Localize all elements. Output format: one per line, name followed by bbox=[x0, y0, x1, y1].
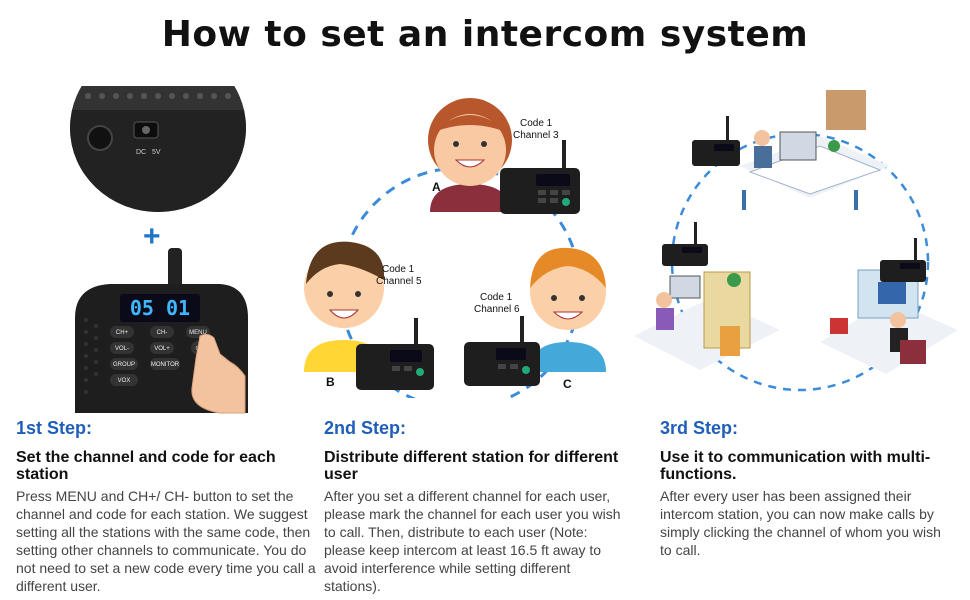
step-3: 3rd Step: Use it to communication with m… bbox=[660, 418, 955, 559]
person-c-illustration bbox=[530, 247, 606, 372]
jack-label-dc: DC bbox=[136, 149, 146, 156]
station-b-letter: B bbox=[326, 375, 335, 389]
display-readout: 05 01 bbox=[130, 296, 190, 320]
plus-icon: + bbox=[143, 220, 161, 253]
page-title: How to set an intercom system bbox=[161, 14, 809, 55]
step-3-subtitle: Use it to communication with multi-funct… bbox=[660, 449, 931, 483]
svg-text:VOL-: VOL- bbox=[115, 346, 129, 352]
device-keypad-closeup: 05 01 CH+ CH- MENU VOL- VOL+ ⏻ GROUP MON… bbox=[75, 248, 248, 414]
step-2-heading: 2nd Step: bbox=[324, 418, 407, 438]
step-3-heading: 3rd Step: bbox=[660, 418, 739, 438]
office-desk-left bbox=[634, 271, 780, 370]
svg-text:VOX: VOX bbox=[118, 378, 131, 384]
svg-text:VOL+: VOL+ bbox=[154, 346, 170, 352]
step-2-subtitle: Distribute different station for differe… bbox=[324, 449, 619, 483]
office-network-illustration bbox=[634, 90, 958, 392]
step-1-heading: 1st Step: bbox=[16, 418, 93, 438]
step-1: 1st Step: Set the channel and code for e… bbox=[16, 418, 316, 595]
office-desk-top bbox=[740, 90, 890, 210]
jack-label-5v: 5V bbox=[152, 149, 161, 156]
intercom-station-a bbox=[500, 140, 580, 214]
intercom-station-c bbox=[464, 316, 540, 386]
svg-text:MONITOR: MONITOR bbox=[151, 362, 180, 368]
svg-text:CH-: CH- bbox=[157, 330, 168, 336]
svg-text:MENU: MENU bbox=[189, 330, 207, 336]
svg-text:GROUP: GROUP bbox=[113, 362, 135, 368]
station-ring-illustration bbox=[304, 98, 606, 398]
office-station-1 bbox=[692, 116, 740, 166]
intercom-station-b bbox=[356, 318, 434, 390]
step-3-body: After every user has been assigned their… bbox=[660, 488, 941, 558]
step-1-body: Press MENU and CH+/ CH- button to set th… bbox=[16, 488, 316, 594]
svg-text:CH+: CH+ bbox=[116, 330, 129, 336]
device-jack-closeup: DC 5V bbox=[70, 86, 246, 212]
office-station-3 bbox=[880, 238, 926, 282]
office-desk-right bbox=[820, 269, 958, 374]
station-c-letter: C bbox=[563, 377, 572, 391]
step-2-body: After you set a different channel for ea… bbox=[324, 488, 621, 594]
step-1-subtitle: Set the channel and code for each statio… bbox=[16, 449, 276, 483]
person-a-illustration bbox=[428, 98, 512, 212]
station-a-letter: A bbox=[432, 180, 441, 194]
step-2: 2nd Step: Distribute different station f… bbox=[324, 418, 624, 595]
office-station-2 bbox=[662, 222, 708, 266]
